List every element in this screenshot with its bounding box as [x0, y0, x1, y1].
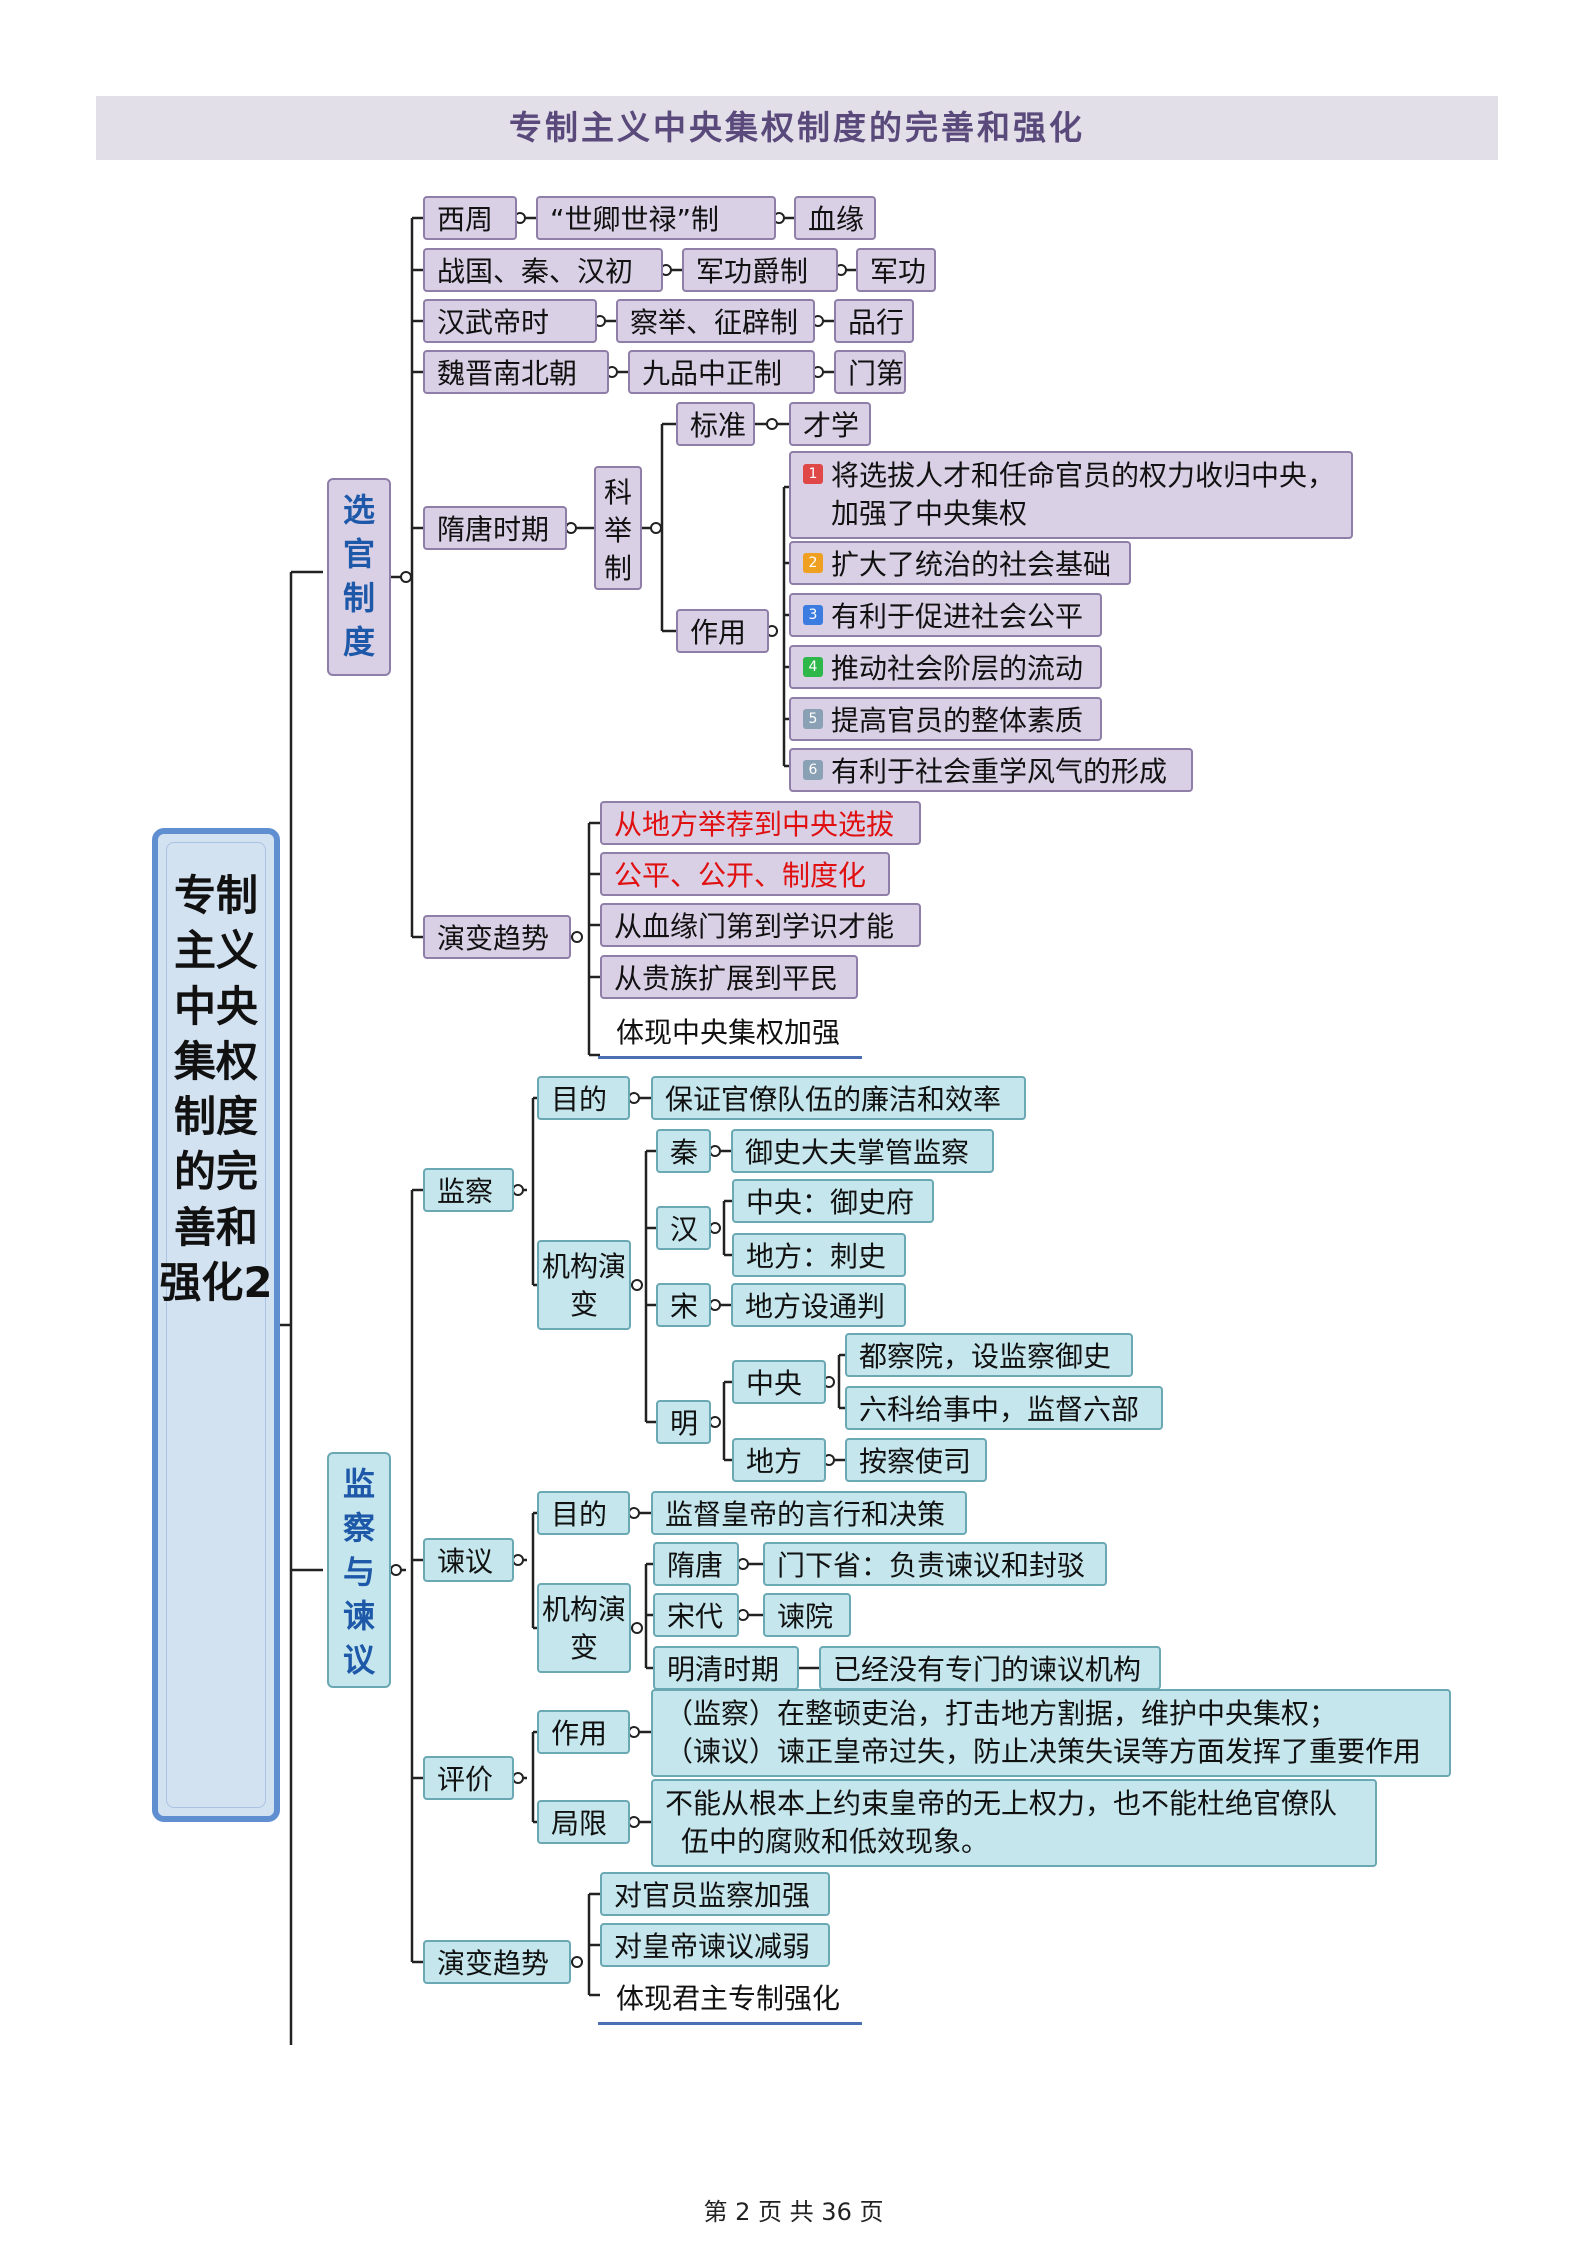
purpose-node: 监督皇帝的言行和决策 [651, 1491, 967, 1535]
institution-node: 六科给事中，监督六部 [845, 1386, 1163, 1430]
ming-local-label: 地方 [732, 1438, 826, 1482]
trend-item: 公平、公开、制度化 [600, 852, 890, 896]
era-node: 战国、秦、汉初 [423, 248, 663, 292]
institution-node: 谏院 [763, 1593, 851, 1637]
institution-node: 门下省：负责谏议和封驳 [763, 1542, 1107, 1586]
era-node: 隋唐时期 [423, 506, 567, 550]
badge-5-icon: 5 [803, 709, 823, 729]
trend-conclusion: 体现君主专制强化 [616, 1982, 841, 2015]
system-node: “世卿世禄”制 [536, 196, 776, 240]
badge-2-icon: 2 [803, 553, 823, 573]
dynasty-node: 秦 [656, 1129, 711, 1173]
effect-label: 作用 [537, 1710, 630, 1754]
evaluation-limit: 不能从根本上约束皇帝的无上权力，也不能杜绝官僚队伍中的腐败和低效现象。 [651, 1779, 1377, 1867]
effect-label: 作用 [676, 609, 769, 653]
purpose-label: 目的 [537, 1076, 630, 1120]
institution-node: 中央：御史府 [732, 1179, 934, 1223]
trend-conclusion: 体现中央集权加强 [616, 1016, 841, 1049]
system-node: 九品中正制 [628, 350, 815, 394]
badge-3-icon: 3 [803, 605, 823, 625]
institution-node: 按察使司 [845, 1438, 987, 1482]
root-label: 专制主义中央集权制度的完善和强化2 [159, 871, 273, 1308]
basis-node: 门第 [834, 350, 906, 394]
jianyi-node: 谏议 [423, 1538, 514, 1582]
page-title: 专制主义中央集权制度的完善和强化 [96, 96, 1498, 160]
underline [598, 2022, 862, 2025]
dynasty-node: 明清时期 [653, 1646, 799, 1690]
trend-item: 对皇帝谏议减弱 [600, 1923, 830, 1967]
trend-item: 对官员监察加强 [600, 1872, 830, 1916]
evaluation-node: 评价 [423, 1756, 514, 1800]
standard-node: 才学 [789, 402, 871, 446]
evolution-label: 机构演变 [537, 1240, 631, 1330]
system-node: 察举、征辟制 [616, 299, 815, 343]
institution-node: 已经没有专门的谏议机构 [819, 1646, 1161, 1690]
keju-node: 科举制 [594, 466, 642, 590]
category-supervision: 监察与谏议 [327, 1452, 391, 1688]
jiancha-node: 监察 [423, 1168, 514, 1212]
institution-node: 地方：刺史 [732, 1233, 906, 1277]
trend-label: 演变趋势 [423, 915, 571, 959]
system-node: 军功爵制 [682, 248, 838, 292]
institution-node: 地方设通判 [731, 1283, 906, 1327]
trend-item: 从血缘门第到学识才能 [600, 903, 921, 947]
era-node: 汉武帝时 [423, 299, 597, 343]
root-node: 专制主义中央集权制度的完善和强化2 [152, 828, 280, 1822]
era-node: 魏晋南北朝 [423, 350, 609, 394]
badge-6-icon: 6 [803, 760, 823, 780]
purpose-label: 目的 [537, 1491, 630, 1535]
limit-label: 局限 [537, 1800, 630, 1844]
trend-item: 从地方举荐到中央选拔 [600, 801, 921, 845]
badge-4-icon: 4 [803, 657, 823, 677]
standard-label: 标准 [676, 402, 755, 446]
ming-central-label: 中央 [732, 1360, 826, 1404]
dynasty-node: 宋代 [653, 1593, 739, 1637]
trend-item: 从贵族扩展到平民 [600, 955, 858, 999]
basis-node: 军功 [856, 248, 936, 292]
basis-node: 品行 [834, 299, 914, 343]
underline [598, 1056, 862, 1059]
page-footer: 第 2 页 共 36 页 [703, 2198, 884, 2226]
category-selection: 选官制度 [327, 478, 391, 676]
trend-label: 演变趋势 [423, 1940, 571, 1984]
institution-node: 都察院，设监察御史 [845, 1333, 1133, 1377]
evaluation-effect: （监察）在整顿吏治，打击地方割据，维护中央集权；（谏议）谏正皇帝过失，防止决策失… [651, 1689, 1451, 1777]
basis-node: 血缘 [794, 196, 876, 240]
badge-1-icon: 1 [803, 464, 823, 484]
dynasty-node: 汉 [656, 1206, 711, 1250]
dynasty-node: 明 [656, 1400, 711, 1444]
dynasty-node: 宋 [656, 1283, 711, 1327]
purpose-node: 保证官僚队伍的廉洁和效率 [651, 1076, 1026, 1120]
evolution-label: 机构演变 [537, 1583, 631, 1673]
institution-node: 御史大夫掌管监察 [731, 1129, 994, 1173]
era-node: 西周 [423, 196, 517, 240]
dynasty-node: 隋唐 [653, 1542, 739, 1586]
